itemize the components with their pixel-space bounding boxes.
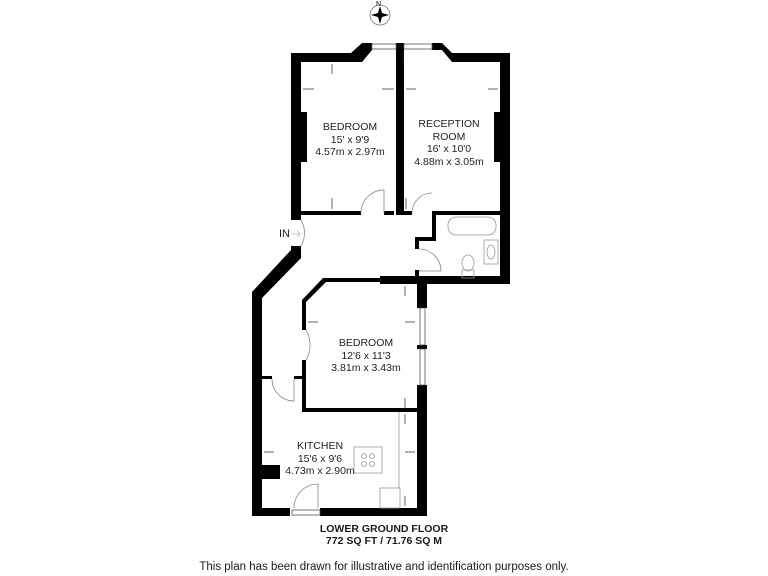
doors — [271, 189, 442, 509]
room-label-bedroom-1: BEDROOM 15' x 9'9 4.57m x 2.97m — [315, 121, 385, 158]
entrance-arrow-icon — [292, 230, 301, 238]
walls — [252, 43, 510, 516]
windows — [291, 43, 433, 516]
fixtures — [353, 216, 499, 509]
floor-area: 772 SQ FT / 71.76 SQ M — [325, 535, 443, 547]
compass-icon — [369, 4, 391, 26]
entrance-label: IN — [279, 228, 290, 240]
compass-north-label: N — [376, 1, 381, 8]
dimension-arrows — [264, 53, 498, 506]
floor-name: LOWER GROUND FLOOR — [319, 523, 449, 535]
room-label-kitchen: KITCHEN 15'6 x 9'6 4.73m x 2.90m — [285, 440, 355, 477]
room-label-bedroom-2: BEDROOM 12'6 x 11'3 3.81m x 3.43m — [331, 337, 401, 374]
disclaimer: This plan has been drawn for illustrativ… — [199, 561, 569, 573]
room-label-reception: RECEPTION ROOM 16' x 10'0 4.88m x 3.05m — [414, 118, 484, 168]
